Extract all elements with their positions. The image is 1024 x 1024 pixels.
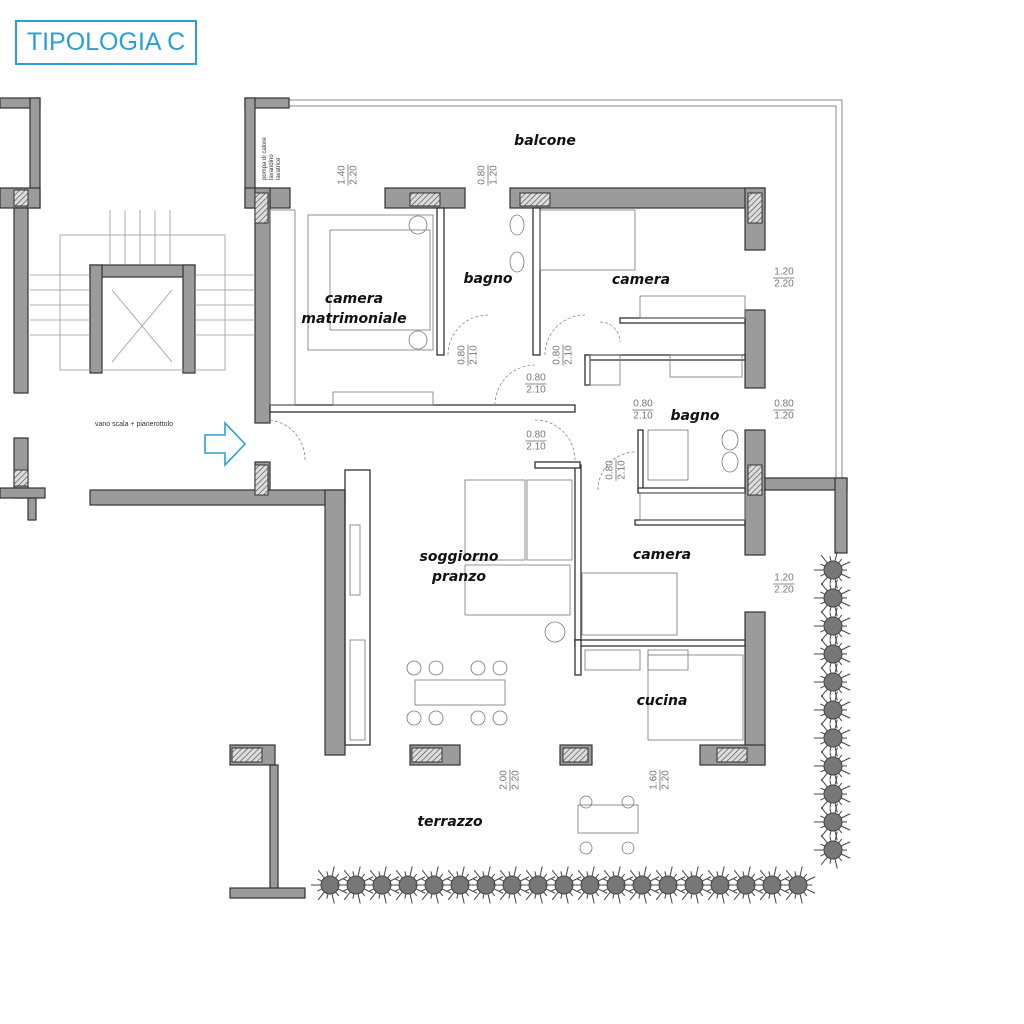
- plant-icon: [814, 663, 851, 701]
- room-label-line: matrimoniale: [301, 311, 407, 327]
- room-label-soggiorno-pranzo: soggiorno pranzo: [420, 547, 499, 587]
- hedge-plants: [311, 551, 851, 904]
- furniture: [269, 209, 746, 855]
- plant-icon: [814, 691, 851, 729]
- stair-note: vano scala + pianerottolo: [95, 421, 174, 428]
- plant-icon: [415, 866, 452, 904]
- room-label-line: camera: [324, 291, 384, 307]
- plant-icon: [311, 866, 348, 904]
- plant-icon: [814, 551, 851, 589]
- plant-icon: [727, 866, 764, 904]
- room-label-camera-matrimoniale: camera matrimoniale: [301, 289, 406, 329]
- plant-icon: [814, 635, 851, 673]
- plant-icon: [389, 866, 426, 904]
- room-label-line: pranzo: [431, 569, 487, 585]
- utility-note-line: lavatrice: [276, 157, 282, 180]
- utility-note-line: lavandino: [269, 154, 275, 180]
- plant-icon: [814, 775, 851, 813]
- utility-note-line: pompa di calore: [262, 137, 268, 180]
- plant-icon: [814, 831, 851, 869]
- plant-icon: [363, 866, 400, 904]
- room-label-camera: camera: [611, 272, 671, 288]
- plant-icon: [441, 866, 478, 904]
- plant-icon: [814, 747, 851, 785]
- room-label-terrazzo: terrazzo: [417, 814, 483, 830]
- room-label-balcone: balcone: [514, 133, 576, 149]
- room-label-cucina: cucina: [636, 693, 688, 709]
- plant-icon: [814, 803, 851, 841]
- stair-treads: [30, 210, 255, 371]
- utility-note: pompa di calore lavandino lavatrice: [262, 137, 283, 180]
- plant-icon: [753, 866, 790, 904]
- plant-icon: [545, 866, 582, 904]
- plant-icon: [814, 607, 851, 645]
- plant-icon: [814, 719, 851, 757]
- plant-icon: [623, 866, 660, 904]
- plant-icon: [467, 866, 504, 904]
- room-label-line: soggiorno: [419, 549, 499, 565]
- room-label-bagno: bagno: [670, 408, 720, 424]
- door-swings: [269, 314, 637, 491]
- room-label-camera: camera: [632, 547, 692, 563]
- plant-icon: [519, 866, 556, 904]
- balcony-outline: [288, 99, 843, 478]
- plant-icon: [493, 866, 530, 904]
- plant-icon: [701, 866, 738, 904]
- plant-icon: [779, 866, 816, 904]
- plan-title: TIPOLOGIA C: [15, 20, 197, 65]
- entrance-arrow-icon: [204, 421, 247, 467]
- hatched-columns: [13, 189, 763, 763]
- room-label-bagno: bagno: [463, 271, 513, 287]
- plant-icon: [814, 579, 851, 617]
